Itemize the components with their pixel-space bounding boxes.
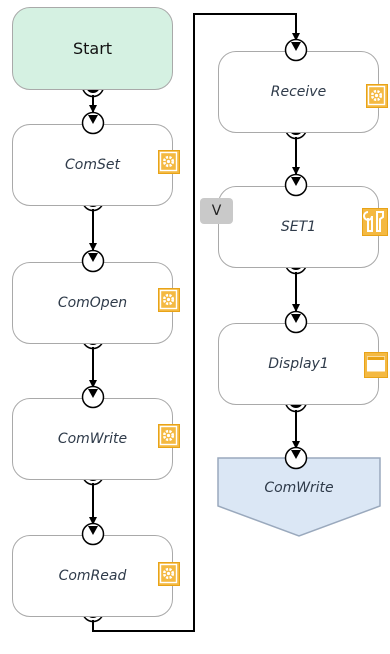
gear-icon[interactable] — [366, 84, 388, 108]
comwrite-end-node[interactable]: ComWrite — [264, 480, 334, 496]
comset-node[interactable]: ComSet — [12, 124, 173, 206]
gear-icon[interactable] — [158, 150, 180, 174]
comwrite-node[interactable]: ComWrite — [12, 398, 173, 480]
display-icon[interactable] — [364, 352, 388, 378]
set1-node[interactable]: SET1 — [218, 186, 379, 268]
gear-icon[interactable] — [158, 424, 180, 448]
gear-icon[interactable] — [158, 562, 180, 586]
display1-node[interactable]: Display1 — [218, 323, 379, 405]
start-node[interactable]: Start — [12, 7, 173, 90]
end-node-shape — [217, 457, 381, 537]
comopen-node[interactable]: ComOpen — [12, 262, 173, 344]
v-tag[interactable]: V — [200, 198, 233, 224]
gear-icon[interactable] — [158, 288, 180, 312]
receive-node[interactable]: Receive — [218, 51, 379, 133]
wrench-icon[interactable] — [362, 208, 388, 236]
